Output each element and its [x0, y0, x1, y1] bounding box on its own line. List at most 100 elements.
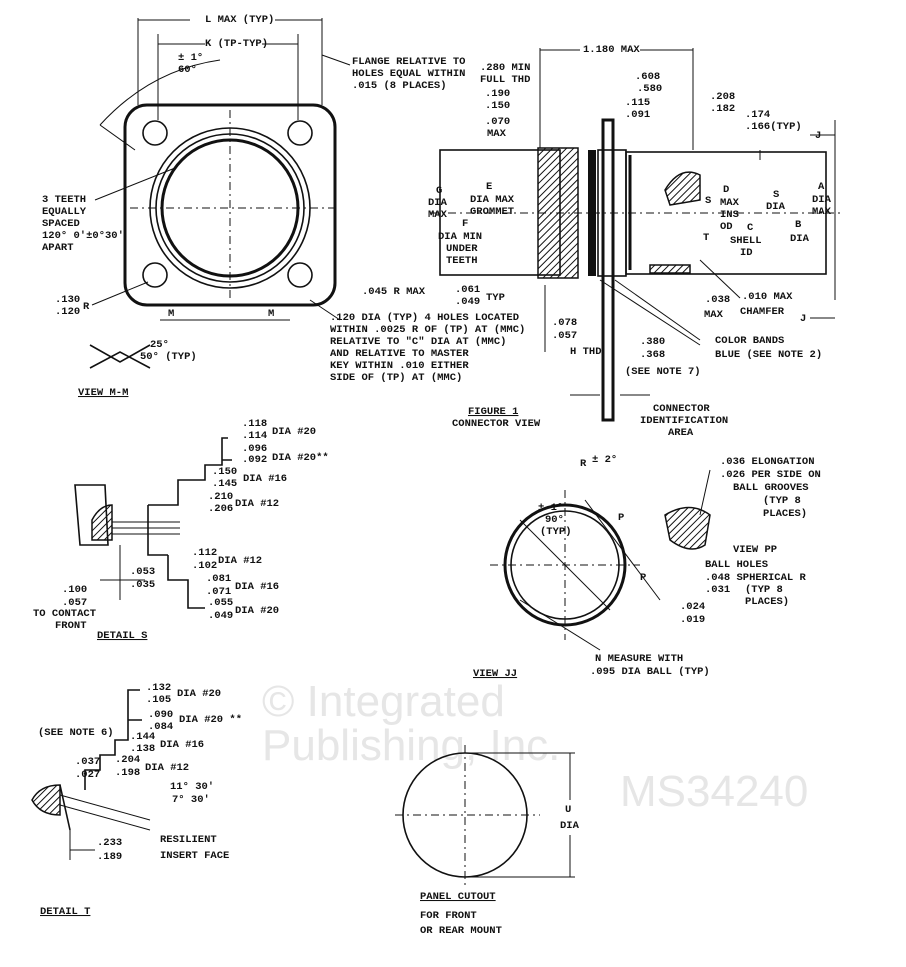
- figure-1-dimension-label: S: [773, 189, 779, 201]
- figure-1-dimension-label: .368: [640, 349, 665, 361]
- view-mm-dimension-label: R: [83, 301, 90, 313]
- view-mm-dimension-label: KEY WITHIN .010 EITHER: [330, 360, 469, 372]
- detail-t-dimension-label: DIA #12: [145, 762, 189, 774]
- figure-1-dimension-label: .038: [705, 294, 730, 306]
- detail-t-dimension-label: .105: [146, 694, 171, 706]
- detail-s-dimension-label: .150: [212, 466, 237, 478]
- figure-1-dimension-label: .380: [640, 336, 665, 348]
- figure-1-dimension-label: J: [800, 313, 806, 325]
- view-mm-flange: [89, 18, 351, 369]
- detail-s-dimension-label: .049: [208, 610, 233, 622]
- view-jj-dimension-label: N MEASURE WITH: [595, 653, 683, 665]
- view-mm-dimension-label: FLANGE RELATIVE TO: [352, 56, 465, 68]
- detail-t-dimension-label: 7° 30': [172, 794, 210, 806]
- panel-cutout-dimension-label: U: [565, 804, 571, 816]
- figure-1-dimension-label: T: [703, 232, 709, 244]
- detail-s-dimension-label: DIA #20**: [272, 452, 329, 464]
- figure-1-dimension-label: .091: [625, 109, 650, 121]
- figure-1-dimension-label: TYP: [486, 292, 505, 304]
- view-mm-dimension-label: 3 TEETH: [42, 194, 86, 206]
- detail-t-dimension-label: .189: [97, 851, 122, 863]
- figure-1-dimension-label: SHELL: [730, 235, 762, 247]
- view-jj-dimension-label: BALL GROOVES: [733, 482, 809, 494]
- detail-t-dimension-label: 11° 30': [170, 781, 214, 793]
- figure-1-dimension-label: COLOR BANDS: [715, 335, 784, 347]
- view-mm-dimension-label: K (TP-TYP): [205, 38, 268, 50]
- mounting-hole: [287, 262, 313, 288]
- detail-t-dimension-label: .144: [130, 731, 155, 743]
- detail-s-dimension-label: DIA #12: [235, 498, 279, 510]
- view-mm-dimension-label: .120: [55, 306, 80, 318]
- figure-1-dimension-label: .280 MIN: [480, 62, 530, 74]
- detail-t-title: DETAIL T: [40, 906, 90, 918]
- figure-1-dimension-label: .049: [455, 296, 480, 308]
- mounting-hole: [287, 120, 313, 146]
- figure-1-dimension-label: .174: [745, 109, 770, 121]
- view-jj-dimension-label: .019: [680, 614, 705, 626]
- view-pp-ball-hole: [664, 506, 711, 550]
- figure-1-dimension-label: E: [486, 181, 492, 193]
- figure-1-dimension-label: .010 MAX: [742, 291, 793, 303]
- view-jj-dimension-label: BALL HOLES: [705, 559, 768, 571]
- detail-s-dimension-label: .071: [206, 586, 231, 598]
- figure-1-dimension-label: .045 R MAX: [362, 286, 426, 298]
- panel-cutout-dimension-label: DIA: [560, 820, 580, 832]
- figure-1-dimension-label: J: [815, 130, 821, 142]
- detail-s-dimension-label: .053: [130, 566, 155, 578]
- figure-1-dimension-label: UNDER: [446, 243, 478, 255]
- detail-s-dimension-label: FRONT: [55, 620, 87, 632]
- figure-1-dimension-label: .115: [625, 97, 650, 109]
- figure-1-dimension-label: MAX: [720, 197, 740, 209]
- figure-1-dimension-label: AREA: [668, 427, 694, 439]
- view-mm-title: VIEW M-M: [78, 387, 128, 399]
- figure-1-dimension-label: DIA MAX: [470, 194, 515, 206]
- panel-cutout-dimension-label: FOR FRONT: [420, 910, 477, 922]
- figure-1-title: FIGURE 1: [468, 406, 518, 418]
- figure-1-dimension-label: D: [723, 184, 729, 196]
- detail-s-dimension-label: DIA #16: [235, 581, 279, 593]
- figure-1-dimension-label: .580: [637, 83, 662, 95]
- figure-1-dimension-label: OD: [720, 221, 733, 233]
- detail-s-title: DETAIL S: [97, 630, 147, 642]
- detail-s-dimension-label: DIA #16: [243, 473, 287, 485]
- flange-outline: [123, 103, 337, 307]
- figure-1-dimension-label: .150: [485, 100, 510, 112]
- detail-s-dimension-label: DIA #20: [235, 605, 279, 617]
- figure-1-dimension-label: INS: [720, 209, 739, 221]
- detail-t-dimension-label: DIA #20 **: [179, 714, 242, 726]
- figure-1-dimension-label: .078: [552, 317, 577, 329]
- figure-1-dimension-label: H THD: [570, 346, 602, 358]
- view-jj-dimension-label: PLACES): [763, 508, 807, 520]
- view-jj-dimension-label: .031: [705, 584, 730, 596]
- detail-s-dimension-label: .057: [62, 597, 87, 609]
- view-mm-dimension-label: APART: [42, 242, 74, 254]
- view-mm-dimension-label: 50° (TYP): [140, 351, 197, 363]
- figure-1-dimension-label: F: [462, 218, 468, 230]
- panel-cutout-dimension-label: OR REAR MOUNT: [420, 925, 502, 937]
- view-mm-dimension-label: SIDE OF (TP) AT (MMC): [330, 372, 462, 384]
- view-mm-dimension-label: SPACED: [42, 218, 80, 230]
- figure-1-dimension-label: MAX: [487, 128, 507, 140]
- detail-t-dimension-label: .037: [75, 756, 100, 768]
- watermark-text: MS34240: [620, 767, 808, 816]
- figure-1-connector-side-view: [430, 48, 840, 422]
- view-jj: [490, 469, 711, 651]
- detail-t-dimension-label: .090: [148, 709, 173, 721]
- view-jj-dimension-label: .024: [680, 601, 705, 613]
- view-jj-dimension-label: (TYP 8: [763, 495, 801, 507]
- figure-1-dimension-label: A: [818, 181, 825, 193]
- detail-s-dimension-label: DIA #20: [272, 426, 316, 438]
- figure-1-dimension-label: CHAMFER: [740, 306, 785, 318]
- view-jj-dimension-label: P: [618, 512, 624, 524]
- detail-t: [31, 689, 151, 860]
- figure-1-dimension-label: .070: [485, 116, 510, 128]
- detail-t-dimension-label: DIA #20: [177, 688, 221, 700]
- detail-s-dimension-label: .206: [208, 503, 233, 515]
- detail-s-dimension-label: .096: [242, 443, 267, 455]
- figure-1-dimension-label: FULL THD: [480, 74, 530, 86]
- view-jj-dimension-label: PLACES): [745, 596, 789, 608]
- figure-1-dimension-label: C: [747, 222, 754, 234]
- detail-t-dimension-label: .132: [146, 682, 171, 694]
- figure-1-dimension-label: DIA: [766, 201, 786, 213]
